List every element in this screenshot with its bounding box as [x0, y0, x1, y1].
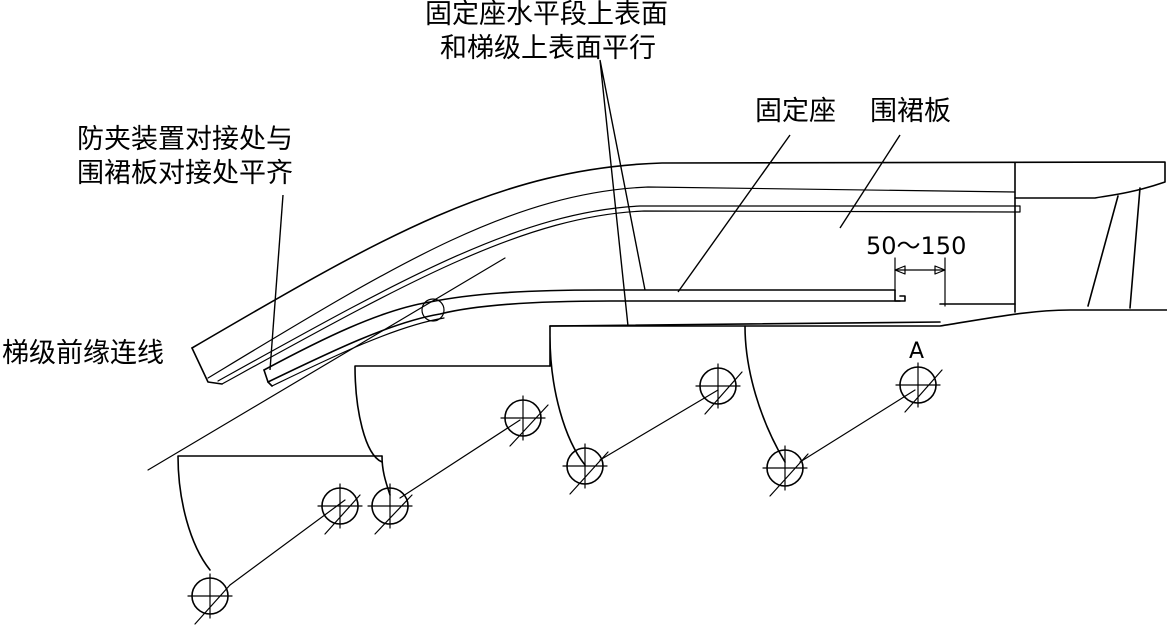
skirt-panel-left-end	[191, 347, 223, 385]
step-front-edge-line	[147, 257, 506, 471]
label-fixed-seat: 固定座	[755, 96, 836, 127]
callout-skirt-panel	[839, 134, 901, 229]
anti-pinch-left-end	[263, 369, 273, 387]
fixed-seat-top	[549, 321, 941, 327]
skirt-panel-right-bevel-2	[1129, 187, 1141, 309]
skirt-panel-outer-edge	[191, 161, 1166, 349]
skirt-panel-right-bevel	[1087, 195, 1119, 307]
roller-6	[695, 363, 743, 415]
step-3-outline	[549, 325, 586, 466]
step-1-outline	[177, 455, 383, 571]
roller-7	[762, 389, 916, 497]
label-dimension: 50～150	[866, 232, 966, 260]
label-anti-pinch-line1: 防夹装置对接处与	[77, 124, 293, 155]
skirt-panel-inner-rail-2	[217, 205, 1021, 382]
label-step-front-edge-line: 梯级前缘连线	[2, 338, 164, 369]
step-2-outline	[354, 365, 551, 463]
step-1-riser	[381, 455, 391, 496]
rollers	[187, 362, 943, 625]
anti-pinch-strip-mid	[271, 317, 445, 387]
roller-4	[500, 395, 549, 447]
roller-1	[187, 499, 346, 625]
roller-3	[367, 419, 521, 535]
skirt-panel	[191, 161, 1166, 385]
skirt-panel-inner-rail-1	[207, 186, 1016, 379]
anti-pinch-strip-lower	[267, 300, 901, 383]
label-parallel-note-line1: 固定座水平段上表面	[425, 0, 668, 30]
callout-parallel-note	[599, 59, 646, 327]
roller-5	[562, 389, 719, 495]
roller-8	[895, 362, 943, 413]
roller-2	[317, 483, 363, 535]
junction-circle	[421, 298, 445, 322]
dimension-indicator	[894, 257, 946, 307]
fixed-seat-body	[549, 309, 1167, 327]
callout-fixed-seat	[677, 134, 791, 293]
label-skirt-panel: 围裙板	[870, 96, 951, 127]
anti-pinch-device	[263, 289, 906, 387]
skirt-panel-inner-rail-3	[221, 205, 1021, 385]
fixed-seat	[549, 309, 1167, 327]
anti-pinch-right-end	[894, 289, 906, 302]
label-parallel-note-line2: 和梯级上表面平行	[440, 33, 656, 64]
label-anti-pinch-line2: 围裙板对接处平齐	[77, 158, 293, 189]
callout-anti-pinch	[269, 194, 284, 371]
step-4-outline	[744, 325, 786, 463]
label-point-a: A	[909, 339, 924, 364]
steps	[177, 325, 786, 571]
